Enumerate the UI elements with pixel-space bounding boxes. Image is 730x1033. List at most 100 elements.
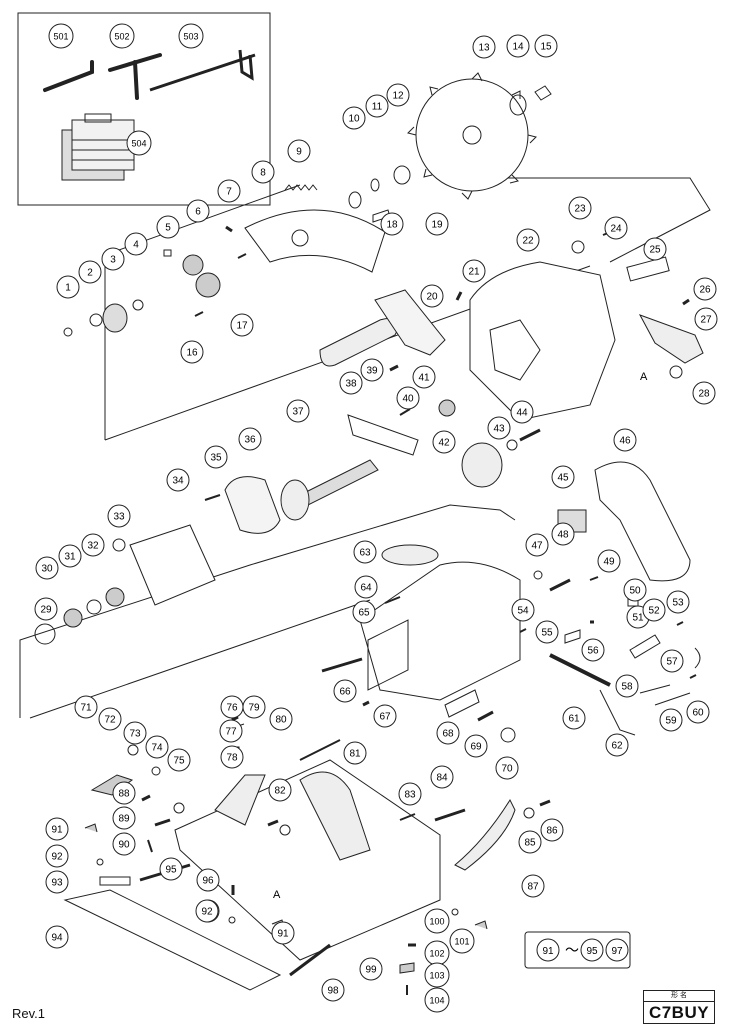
callout-number: 63	[359, 548, 371, 559]
callout-circle	[643, 237, 667, 261]
callout-circle	[506, 34, 530, 58]
callout-circle	[268, 778, 292, 802]
callout-93: 93	[45, 870, 69, 894]
callout-circle	[204, 445, 228, 469]
callout-number: 81	[349, 749, 361, 760]
callout-number: 37	[292, 407, 304, 418]
callout-circle	[660, 649, 684, 673]
callout-41: 41	[412, 365, 436, 389]
cord-armor-61	[549, 653, 611, 687]
callout-number: 92	[201, 907, 213, 918]
callout-number: 38	[345, 379, 357, 390]
callout-49: 49	[597, 549, 621, 573]
screw-66	[321, 657, 363, 673]
callout-33: 33	[107, 504, 131, 528]
callout-number: 25	[649, 245, 661, 256]
callout-78: 78	[220, 745, 244, 769]
callout-71: 71	[74, 695, 98, 719]
callout-40: 40	[396, 386, 420, 410]
lead-33	[112, 538, 126, 552]
callout-12: 12	[386, 83, 410, 107]
callout-circle	[287, 139, 311, 163]
callout-2: 2	[78, 260, 102, 284]
callout-number: 54	[517, 606, 529, 617]
depth-guide-79	[214, 774, 266, 826]
callout-3: 3	[101, 247, 125, 271]
bearing-4	[132, 299, 144, 311]
callout-circle	[693, 277, 717, 301]
callout-number: 51	[632, 613, 644, 624]
callout-86: 86	[540, 818, 564, 842]
washer-85	[523, 807, 535, 819]
noise-suppressor-48	[549, 578, 571, 592]
callout-number: 72	[104, 715, 116, 726]
set-104-to: 95	[586, 946, 598, 957]
callout-circle	[535, 620, 559, 644]
callout-number: 90	[118, 840, 130, 851]
callout-number: 59	[665, 716, 677, 727]
callout-7: 7	[217, 179, 241, 203]
callout-89: 89	[112, 806, 136, 830]
bearing-41	[438, 399, 456, 417]
callout-circle	[107, 504, 131, 528]
callout-circle	[568, 196, 592, 220]
callout-number: 99	[365, 965, 377, 976]
ring-11	[370, 178, 380, 192]
guide-503	[149, 49, 256, 92]
screw-92b	[228, 916, 236, 924]
callout-102: 102	[424, 940, 450, 966]
screw-47	[533, 570, 543, 580]
callout-number: 101	[454, 937, 469, 947]
callout-104: 104	[424, 987, 450, 1013]
set-104-extra: 97	[611, 946, 623, 957]
callout-circle	[597, 549, 621, 573]
callout-61: 61	[562, 706, 586, 730]
callout-number: 102	[429, 949, 444, 959]
washer-12	[393, 165, 411, 185]
housing-fins	[367, 619, 409, 691]
gear-case-inner	[489, 319, 541, 381]
accessory-box	[17, 12, 271, 206]
riving-knife-87	[454, 798, 516, 871]
callout-number: 84	[436, 773, 448, 784]
callout-circle	[686, 700, 710, 724]
callout-67: 67	[373, 704, 397, 728]
callout-number: 57	[666, 657, 678, 668]
bolt-44	[519, 428, 541, 442]
screw-83	[399, 813, 416, 821]
callout-19: 19	[425, 212, 449, 236]
callout-number: 71	[80, 703, 92, 714]
callout-circle	[540, 818, 564, 842]
callout-15: 15	[534, 34, 558, 58]
callout-circle	[339, 371, 363, 395]
callout-circle	[396, 386, 420, 410]
callout-90: 90	[112, 832, 136, 856]
callout-94: 94	[45, 925, 69, 949]
callout-number: 95	[165, 865, 177, 876]
callout-10: 10	[342, 106, 366, 130]
callout-circle	[464, 734, 488, 758]
callout-circle	[666, 590, 690, 614]
lead-57	[639, 684, 671, 694]
screw-64	[384, 596, 401, 604]
ring-1	[63, 327, 73, 337]
callout-number: 73	[129, 729, 141, 740]
callout-39: 39	[360, 358, 384, 382]
callout-number: 56	[587, 646, 599, 657]
callout-100: 100	[424, 908, 450, 934]
callout-circle	[365, 94, 389, 118]
callout-circle	[251, 160, 275, 184]
callout-17: 17	[230, 313, 254, 337]
callout-circle	[112, 781, 136, 805]
callout-18: 18	[380, 212, 404, 236]
callout-52: 52	[642, 598, 666, 622]
callout-circle	[353, 540, 377, 564]
callout-circle	[432, 430, 456, 454]
part-54	[519, 628, 527, 633]
spring-9	[284, 184, 318, 191]
callout-number: 46	[619, 436, 631, 447]
callout-circle	[359, 957, 383, 981]
callout-number: 77	[225, 727, 237, 738]
model-name: C7BUY	[648, 1003, 710, 1022]
